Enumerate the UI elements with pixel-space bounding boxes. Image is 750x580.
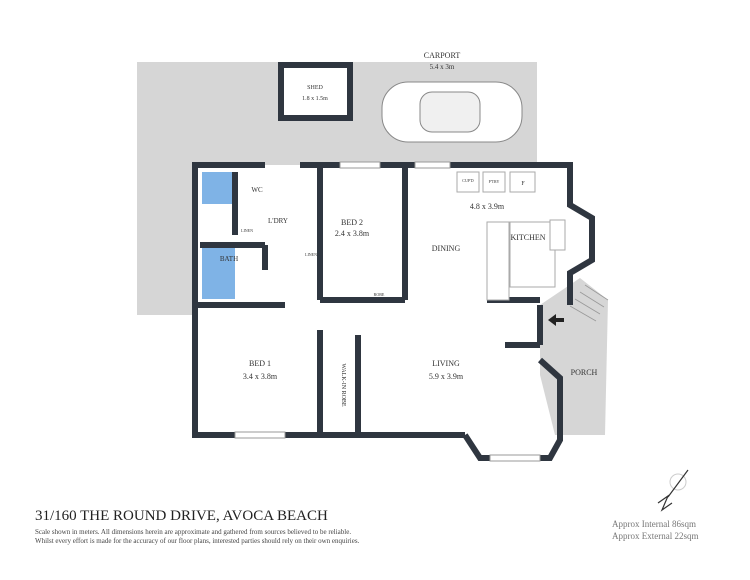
external-area: Approx External 22sqm [612, 531, 699, 541]
bed2-size: 2.4 x 3.8m [335, 229, 370, 238]
windows [234, 161, 541, 462]
robe-label: ROBE [374, 292, 385, 297]
linen-label-1: LINEN [241, 228, 253, 233]
bath-label: BATH [220, 255, 238, 263]
address-title: 31/160 THE ROUND DRIVE, AVOCA BEACH [35, 508, 328, 524]
bed1-size: 3.4 x 3.8m [243, 372, 278, 381]
carport-label: CARPORT [424, 51, 461, 60]
dining-label: DINING [432, 244, 461, 253]
area-summary: Approx Internal 86sqm Approx External 22… [612, 518, 698, 542]
living-size: 5.9 x 3.9m [429, 372, 464, 381]
disclaimer-line-1: Scale shown in meters. All dimensions he… [35, 528, 352, 536]
bed1-label: BED 1 [249, 359, 271, 368]
porch-stairs [569, 284, 609, 322]
bed2-label: BED 2 [341, 218, 363, 227]
wc-label: WC [251, 186, 263, 194]
porch-label: PORCH [571, 368, 598, 377]
entry-arrow-icon [548, 314, 564, 326]
cupboard-label: CUP'D [462, 178, 474, 183]
house-walls [192, 162, 595, 461]
kitchen-size: 4.8 x 3.9m [470, 202, 505, 211]
internal-area: Approx Internal 86sqm [612, 519, 696, 529]
wc-area [202, 172, 235, 204]
carport-size: 5.4 x 3m [430, 63, 455, 71]
bath-area [202, 248, 235, 299]
pantry-label: P'TRY [489, 179, 500, 184]
car-icon [381, 81, 523, 143]
porch-area [540, 278, 608, 435]
compass-north-icon [657, 469, 689, 512]
kitchen-label: KITCHEN [510, 233, 545, 242]
linen-label-2: LINEN [305, 252, 317, 257]
shed-label: SHED [307, 85, 323, 91]
shed-walls [278, 62, 353, 121]
fridge-label: F [521, 181, 525, 187]
disclaimer: Scale shown in meters. All dimensions he… [35, 528, 359, 546]
walkin-robe-label: WALK-IN ROBE [340, 363, 346, 406]
shed-size: 1.8 x 1.5m [302, 96, 328, 102]
carport-area-left [137, 165, 195, 315]
laundry-label: L'DRY [268, 217, 288, 225]
disclaimer-line-2: Whilst every effort is made for the accu… [35, 537, 360, 545]
living-label: LIVING [432, 359, 460, 368]
kitchen-fittings [456, 171, 566, 301]
